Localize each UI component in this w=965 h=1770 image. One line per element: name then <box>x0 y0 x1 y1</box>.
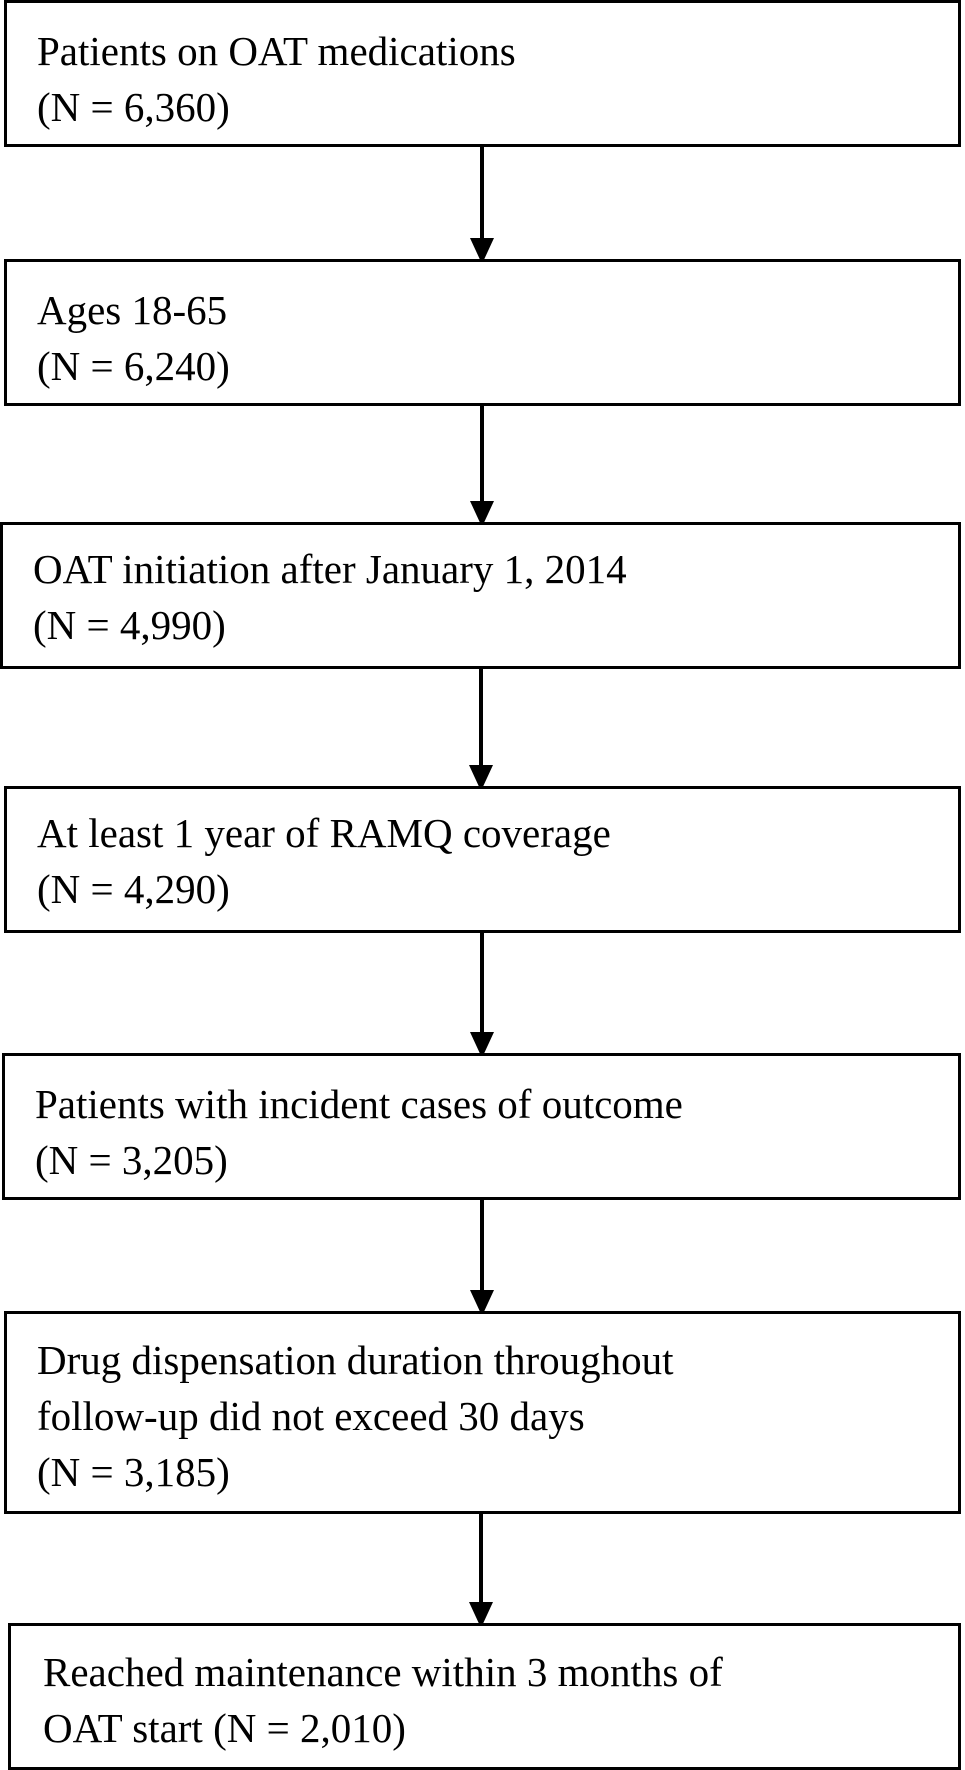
step-3-label: OAT initiation after January 1, 2014 <box>33 546 627 592</box>
step-4-count: (N = 4,290) <box>37 866 230 912</box>
step-6-label-line1: Drug dispensation duration throughout <box>37 1337 674 1383</box>
step-2-label: Ages 18-65 <box>37 287 228 333</box>
step-2-count: (N = 6,240) <box>37 343 230 389</box>
step-box-incident-cases: Patients with incident cases of outcome … <box>2 1053 961 1200</box>
step-4-label: At least 1 year of RAMQ coverage <box>37 810 611 856</box>
arrow-1 <box>470 147 494 264</box>
step-7-label-line1: Reached maintenance within 3 months of <box>43 1649 723 1695</box>
step-6-label-line2: follow-up did not exceed 30 days <box>37 1393 585 1439</box>
step-5-count: (N = 3,205) <box>35 1137 228 1183</box>
arrow-2 <box>470 406 494 527</box>
arrow-6 <box>469 1514 493 1628</box>
arrow-4 <box>470 933 494 1058</box>
step-1-count: (N = 6,360) <box>37 84 230 130</box>
step-box-patients-on-oat: Patients on OAT medications (N = 6,360) <box>4 0 961 147</box>
step-box-oat-initiation: OAT initiation after January 1, 2014 (N … <box>0 522 961 669</box>
step-box-ages: Ages 18-65 (N = 6,240) <box>4 259 961 406</box>
arrow-3 <box>469 669 493 791</box>
arrow-5 <box>470 1200 494 1316</box>
step-box-ramq-coverage: At least 1 year of RAMQ coverage (N = 4,… <box>4 786 961 933</box>
step-7-label-line2: OAT start (N = 2,010) <box>43 1705 406 1751</box>
step-6-count: (N = 3,185) <box>37 1449 230 1495</box>
step-1-label: Patients on OAT medications <box>37 28 516 74</box>
step-box-reached-maintenance: Reached maintenance within 3 months of O… <box>8 1623 961 1770</box>
step-3-count: (N = 4,990) <box>33 602 226 648</box>
step-box-drug-dispensation: Drug dispensation duration throughout fo… <box>4 1311 961 1514</box>
step-5-label: Patients with incident cases of outcome <box>35 1081 683 1127</box>
